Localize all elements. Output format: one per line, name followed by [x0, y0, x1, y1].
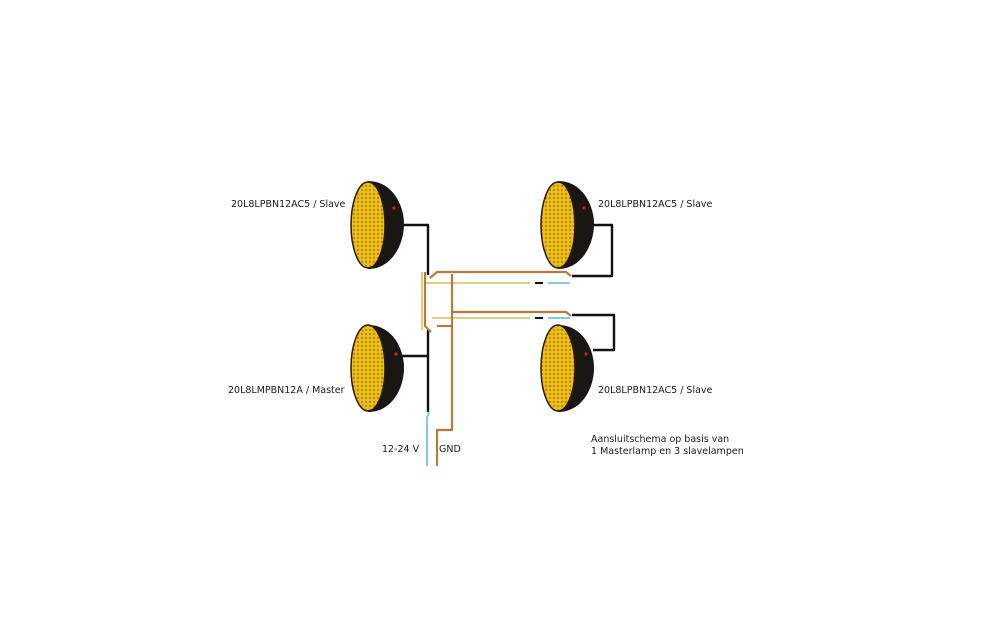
lamp-label-bottom-left: 20L8LMPBN12A / Master — [228, 385, 345, 396]
supply-voltage-label: 12-24 V — [382, 444, 420, 455]
brown-wires — [423, 270, 572, 466]
lamp-label-top-left: 20L8LPBN12AC5 / Slave — [231, 199, 346, 210]
lamp-indicator — [582, 206, 586, 210]
lamp-bottom-right — [540, 324, 594, 412]
caption-line-2: 1 Masterlamp en 3 slavelampen — [591, 446, 744, 457]
brown-wire-main — [435, 274, 572, 466]
cable-top-left — [400, 223, 430, 275]
lamp-label-bottom-right: 20L8LPBN12AC5 / Slave — [598, 385, 713, 396]
lamp-led-face — [350, 324, 386, 412]
cable-top-right — [572, 223, 614, 278]
blue-wires — [426, 282, 570, 466]
lamp-indicator — [392, 206, 396, 210]
lamp-top-right — [540, 181, 594, 269]
lamp-led-face — [540, 324, 576, 412]
cable-bottom-left — [400, 330, 430, 412]
caption-line-1: Aansluitschema op basis van — [591, 434, 730, 445]
brown-wire-top — [429, 270, 572, 279]
lamp-led-face — [540, 181, 576, 269]
wire-breaks — [535, 282, 543, 319]
yellow-green-wires — [421, 272, 530, 330]
yellow-wire-top — [421, 272, 530, 330]
lamp-led-face — [350, 181, 386, 269]
lamp-cables — [400, 223, 616, 412]
cable-bottom-right — [572, 313, 616, 352]
lamp-bottom-left — [350, 324, 404, 412]
brown-wire-left — [423, 272, 432, 333]
lamp-top-left — [350, 181, 404, 269]
blue-wire-trunk — [426, 411, 430, 466]
lamp-indicator — [584, 352, 588, 356]
lamp-indicator — [394, 352, 398, 356]
ground-label: GND — [439, 444, 461, 455]
lamp-label-top-right: 20L8LPBN12AC5 / Slave — [598, 199, 713, 210]
diagram-caption: Aansluitschema op basis van 1 Masterlamp… — [591, 434, 744, 458]
